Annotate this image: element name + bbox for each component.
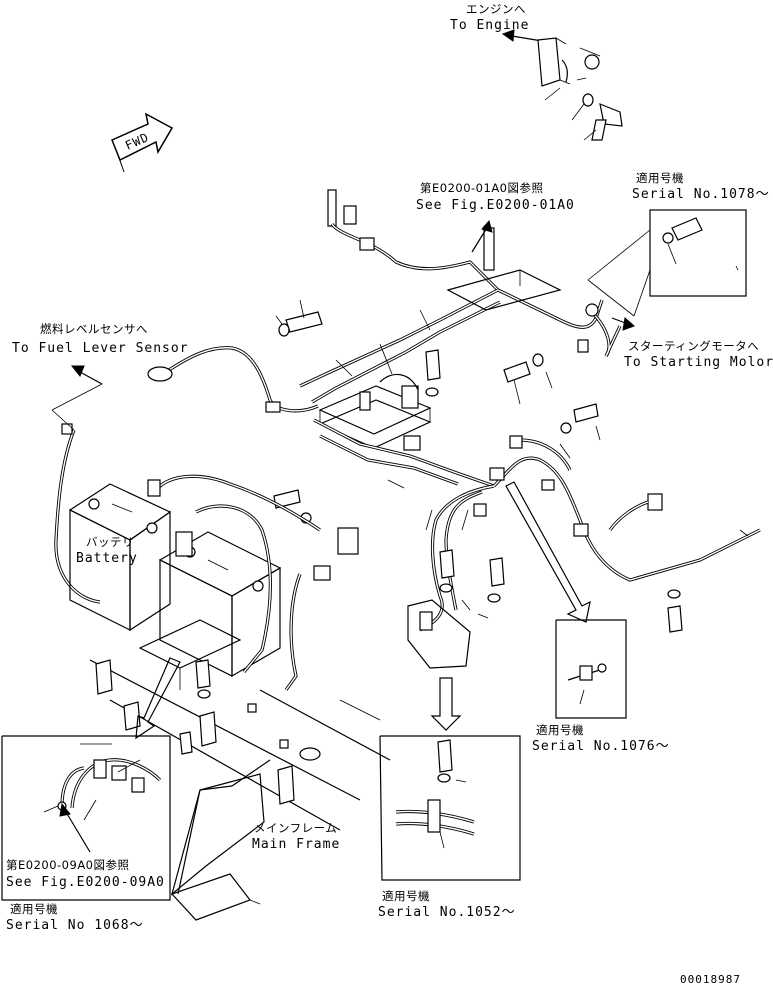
battery-label: Battery xyxy=(76,551,138,566)
battery-label-ja: バッテリ xyxy=(86,535,134,549)
fwd-arrow xyxy=(111,112,174,173)
serial-1078-callout xyxy=(587,209,747,317)
to-engine-label-ja: エンジンへ xyxy=(466,2,526,16)
serial-1068-label-ja: 適用号機 xyxy=(10,902,58,916)
serial-1078-label-ja: 適用号機 xyxy=(636,171,684,185)
main-frame-label: Main Frame xyxy=(252,837,341,852)
main-frame-label-ja: メインフレーム xyxy=(254,821,338,835)
see-fig-top-label: See Fig.E0200-01A0 xyxy=(416,198,575,213)
serial-1052-label-ja: 適用号機 xyxy=(382,889,430,903)
to-engine-label: To Engine xyxy=(450,18,530,33)
detail-box-1068 xyxy=(1,735,171,901)
see-fig-top-label-ja: 第E0200-01A0図参照 xyxy=(420,181,544,195)
serial-1076-label: Serial No.1076～ xyxy=(532,739,670,754)
starting-motor-label: To Starting Molor xyxy=(624,355,773,370)
main-harness xyxy=(51,189,761,669)
leader-lines xyxy=(275,299,601,619)
fuel-sensor-label-ja: 燃料レベルセンサへ xyxy=(40,322,148,336)
see-fig-bottom-label-ja: 第E0200-09A0図参照 xyxy=(6,858,130,872)
detail-box-1076 xyxy=(555,619,627,719)
detail-arrows xyxy=(135,481,591,740)
drawing-number: 00018987 xyxy=(680,973,741,986)
serial-1076-label-ja: 適用号機 xyxy=(536,723,584,737)
fuel-sensor-label: To Fuel Lever Sensor xyxy=(12,341,189,356)
detail-box-1052 xyxy=(379,735,521,881)
serial-1052-label: Serial No.1052～ xyxy=(378,905,516,920)
batteries xyxy=(68,474,359,691)
engine-bracket-detail xyxy=(501,29,623,141)
serial-1078-label: Serial No.1078～ xyxy=(632,187,770,202)
starting-motor-label-ja: スターティングモータへ xyxy=(628,339,760,353)
main-frame xyxy=(89,619,391,921)
see-fig-bottom-label: See Fig.E0200-09A0 xyxy=(6,875,165,890)
serial-1068-label: Serial No 1068～ xyxy=(6,918,144,933)
